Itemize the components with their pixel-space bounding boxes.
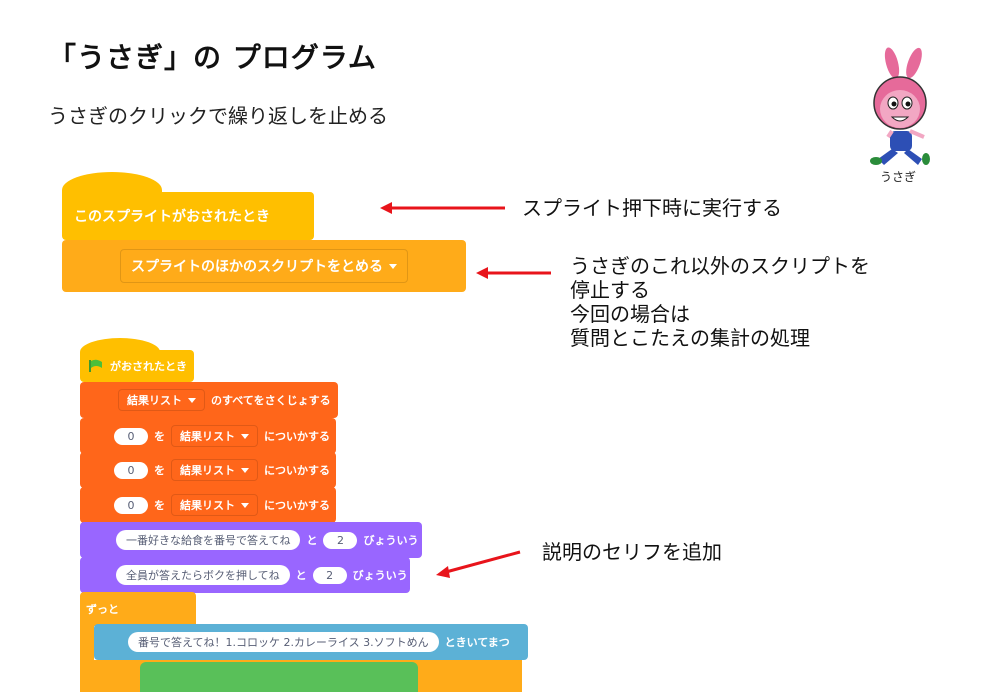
chevron-down-icon — [389, 263, 397, 269]
op-label: を — [154, 464, 165, 477]
green-flag-icon — [89, 359, 102, 372]
value-input[interactable]: 0 — [114, 496, 148, 514]
page-subtitle: うさぎのクリックで繰り返しを止める — [48, 104, 388, 128]
list-dropdown-label: 結果リスト — [127, 394, 182, 407]
note-line: 停止する — [570, 278, 650, 302]
stop-option-label: スプライトのほかのスクリプトをとめる — [131, 259, 383, 275]
page-title: 「うさぎ」の プログラム — [48, 41, 377, 74]
note-sprite-clicked: スプライト押下時に実行する — [522, 196, 782, 220]
add-to-list-block[interactable]: 0 を 結果リスト についかする — [80, 487, 336, 523]
when-sprite-clicked-block[interactable]: このスプライトがおされたとき — [62, 192, 314, 240]
add-label: についかする — [264, 499, 330, 512]
chevron-down-icon — [241, 433, 249, 439]
note-stop-scripts: うさぎのこれ以外のスクリプトを 停止する 今回の場合は 質問とこたえの集計の処理 — [570, 254, 870, 350]
forever-block[interactable]: ずっと — [80, 592, 196, 626]
list-dropdown-label: 結果リスト — [180, 499, 235, 512]
forever-block-arm — [80, 626, 94, 692]
note-line: 今回の場合は — [570, 302, 690, 326]
stop-other-scripts-block[interactable]: スプライトのほかのスクリプトをとめる — [62, 240, 466, 292]
delete-all-label: のすべてをさくじょする — [211, 394, 331, 407]
mascot-label: うさぎ — [880, 170, 917, 184]
operator-block[interactable] — [140, 662, 418, 692]
when-flag-clicked-block[interactable]: がおされたとき — [80, 350, 194, 382]
when-sprite-clicked-label: このスプライトがおされたとき — [74, 209, 270, 225]
list-dropdown[interactable]: 結果リスト — [171, 494, 258, 516]
op-label: と — [306, 534, 318, 547]
list-dropdown-label: 結果リスト — [180, 430, 235, 443]
op-label: を — [154, 499, 165, 512]
list-dropdown[interactable]: 結果リスト — [171, 425, 258, 447]
arrow-note-1 — [380, 202, 505, 214]
op-label: を — [154, 430, 165, 443]
stop-option-dropdown[interactable]: スプライトのほかのスクリプトをとめる — [120, 249, 408, 283]
message-input[interactable]: 一番好きな給食を番号で答えてね — [116, 530, 301, 550]
say-for-secs-block[interactable]: 一番好きな給食を番号で答えてね と 2 びょういう — [80, 522, 422, 558]
list-dropdown-label: 結果リスト — [180, 464, 235, 477]
chevron-down-icon — [241, 467, 249, 473]
message-input[interactable]: 全員が答えたらボクを押してね — [116, 565, 290, 585]
add-label: についかする — [264, 464, 330, 477]
secs-input[interactable]: 2 — [323, 531, 358, 549]
ask-label: ときいてまつ — [444, 636, 510, 649]
add-to-list-block[interactable]: 0 を 結果リスト についかする — [80, 452, 336, 488]
ask-and-wait-block[interactable]: 番号で答えてね！1.コロッケ 2.カレーライス 3.ソフトめん ときいてまつ — [94, 624, 528, 660]
question-input[interactable]: 番号で答えてね！1.コロッケ 2.カレーライス 3.ソフトめん — [128, 632, 439, 652]
say-label: びょういう — [352, 569, 408, 582]
chevron-down-icon — [188, 397, 196, 403]
delete-all-list-block[interactable]: 結果リスト のすべてをさくじょする — [80, 382, 338, 418]
secs-input[interactable]: 2 — [312, 566, 347, 584]
rabbit-mascot-icon — [870, 47, 930, 165]
value-input[interactable]: 0 — [114, 461, 148, 479]
say-label: びょういう — [363, 534, 419, 547]
note-line: 質問とこたえの集計の処理 — [570, 326, 810, 350]
note-add-speech: 説明のセリフを追加 — [542, 540, 722, 564]
chevron-down-icon — [241, 502, 249, 508]
add-label: についかする — [264, 430, 330, 443]
when-flag-clicked-label: がおされたとき — [110, 360, 187, 373]
value-input[interactable]: 0 — [114, 427, 148, 445]
note-line: うさぎのこれ以外のスクリプトを — [570, 254, 870, 278]
arrow-note-3 — [436, 550, 521, 578]
add-to-list-block[interactable]: 0 を 結果リスト についかする — [80, 418, 336, 454]
list-dropdown[interactable]: 結果リスト — [118, 389, 205, 411]
forever-label: ずっと — [86, 603, 119, 616]
list-dropdown[interactable]: 結果リスト — [171, 459, 258, 481]
say-for-secs-block[interactable]: 全員が答えたらボクを押してね と 2 びょういう — [80, 557, 410, 593]
op-label: と — [295, 569, 307, 582]
arrow-note-2 — [476, 267, 551, 279]
